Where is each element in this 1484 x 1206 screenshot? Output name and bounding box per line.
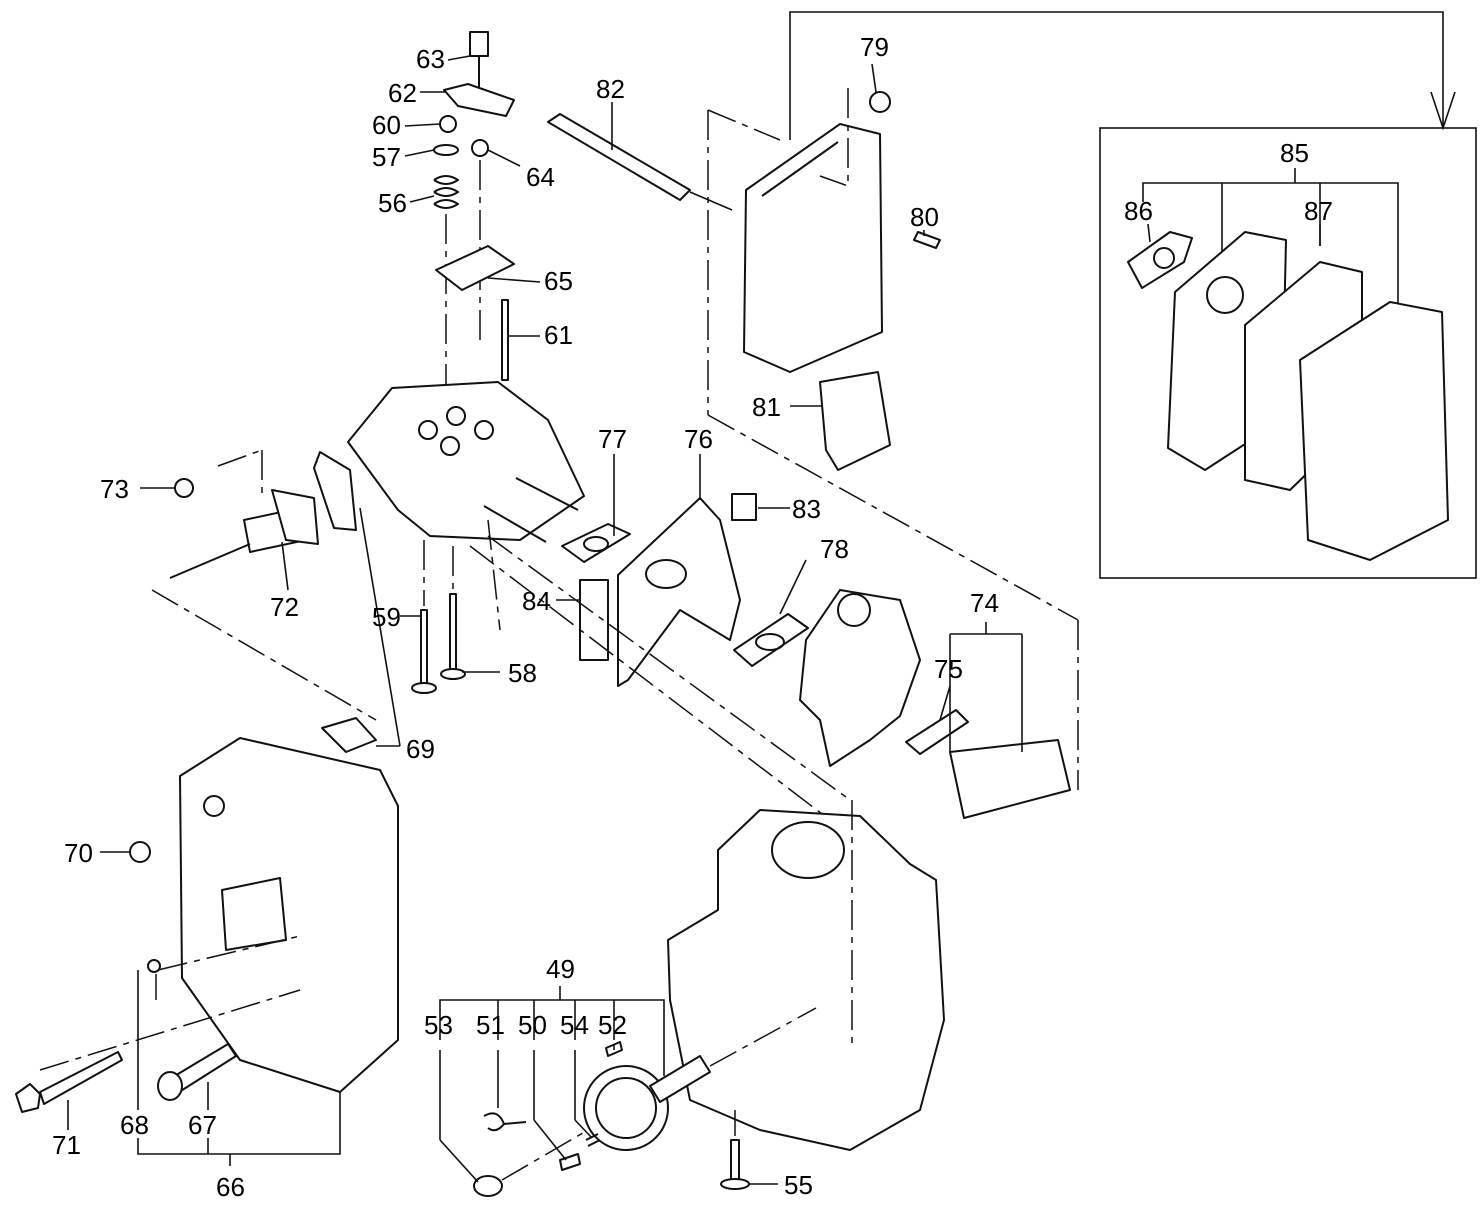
valve-cover-shape: [179, 737, 399, 1093]
callout-68: 68: [120, 1110, 149, 1140]
air-cleaner-gasket-shape: [1127, 231, 1193, 289]
callout-51: 51: [476, 1010, 505, 1040]
callout-58: 58: [508, 658, 537, 688]
leader-lines: [67, 55, 1321, 1185]
carburetor-shape: [799, 589, 921, 767]
screw-68-shape: [147, 959, 161, 973]
callout-57: 57: [372, 142, 401, 172]
plate-65-shape: [435, 245, 515, 291]
bolt-80-shape: [913, 231, 941, 249]
callout-76: 76: [684, 424, 713, 454]
callout-79: 79: [860, 32, 889, 62]
gasket-69-shape: [313, 451, 357, 531]
washer-57-shape: [433, 144, 459, 156]
adjuster-60-shape: [439, 115, 457, 133]
callout-78: 78: [820, 534, 849, 564]
clip-51-shape: [483, 1112, 505, 1132]
pin-50-shape: [559, 1153, 581, 1171]
callout-69: 69: [406, 734, 435, 764]
bracket-74-shape: [949, 739, 1071, 819]
callout-84: 84: [522, 586, 551, 616]
pushrod-61-shape: [501, 299, 509, 381]
flange-72-shape: [271, 489, 319, 545]
valve-59-shape: [420, 609, 428, 685]
nut-79-shape: [869, 91, 891, 113]
insulator-76-shape: [617, 497, 741, 687]
callout-labels: 49 50 51 52 53 54 55 56 57 58 59 60 61 6…: [52, 32, 1333, 1202]
pin-55-shape: [730, 1139, 740, 1183]
callout-80: 80: [910, 202, 939, 232]
callout-63: 63: [416, 44, 445, 74]
nut-64-shape: [471, 139, 489, 157]
cylinder-block-shape: [667, 809, 945, 1151]
air-cleaner-cover-shape: [1299, 301, 1449, 561]
callout-71: 71: [52, 1130, 81, 1160]
muffler-group: [547, 88, 1079, 790]
callout-59: 59: [372, 602, 401, 632]
spring-56-shape: [433, 175, 459, 209]
carburetor-group: [469, 497, 1071, 821]
callout-86: 86: [1124, 196, 1153, 226]
callout-64: 64: [526, 162, 555, 192]
block-83-shape: [731, 493, 757, 521]
callout-54: 54: [560, 1010, 589, 1040]
callout-56: 56: [378, 188, 407, 218]
camshaft-group: [439, 986, 817, 1197]
muffler-guard-81-shape: [819, 371, 891, 471]
callout-85: 85: [1280, 138, 1309, 168]
stud-shape: [515, 477, 579, 511]
ring-53-shape: [473, 1175, 503, 1197]
camshaft-shape: [649, 1055, 711, 1103]
callout-65: 65: [544, 266, 573, 296]
cylinder-head-group: [151, 381, 585, 753]
gasket-75-shape: [905, 709, 969, 755]
callout-53: 53: [424, 1010, 453, 1040]
cylinder-head-shape: [347, 381, 585, 541]
callout-66: 66: [216, 1172, 245, 1202]
callout-67: 67: [188, 1110, 217, 1140]
nut-70-shape: [129, 841, 151, 863]
callout-60: 60: [372, 110, 401, 140]
callout-73: 73: [100, 474, 129, 504]
callout-87: 87: [1304, 196, 1333, 226]
valve-cover-group: [15, 737, 399, 1166]
callout-77: 77: [598, 424, 627, 454]
callout-83: 83: [792, 494, 821, 524]
callout-81: 81: [752, 392, 781, 422]
callout-74: 74: [970, 588, 999, 618]
bolt-63-shape: [469, 31, 489, 57]
gasket-78-shape: [733, 613, 809, 667]
rocker-arm-62-shape: [443, 83, 515, 117]
callout-75: 75: [934, 654, 963, 684]
air-cleaner-inset: [789, 11, 1477, 579]
callout-72: 72: [270, 592, 299, 622]
crankcase-group: [667, 800, 945, 1151]
callout-82: 82: [596, 74, 625, 104]
exhaust-pipe-82-shape: [547, 113, 691, 201]
gasket-77-shape: [561, 523, 631, 563]
callout-50: 50: [518, 1010, 547, 1040]
muffler-body-shape: [743, 123, 883, 373]
callout-70: 70: [64, 838, 93, 868]
callout-61: 61: [544, 320, 573, 350]
gasket-69b-shape: [321, 717, 377, 753]
callout-52: 52: [598, 1010, 627, 1040]
callout-62: 62: [388, 78, 417, 108]
bolt-71-shape: [15, 1083, 41, 1113]
callout-49: 49: [546, 954, 575, 984]
valve-58-shape: [449, 593, 457, 673]
valve-train-group: [411, 31, 515, 694]
bolt-73-shape: [174, 478, 194, 498]
callout-55: 55: [784, 1170, 813, 1200]
